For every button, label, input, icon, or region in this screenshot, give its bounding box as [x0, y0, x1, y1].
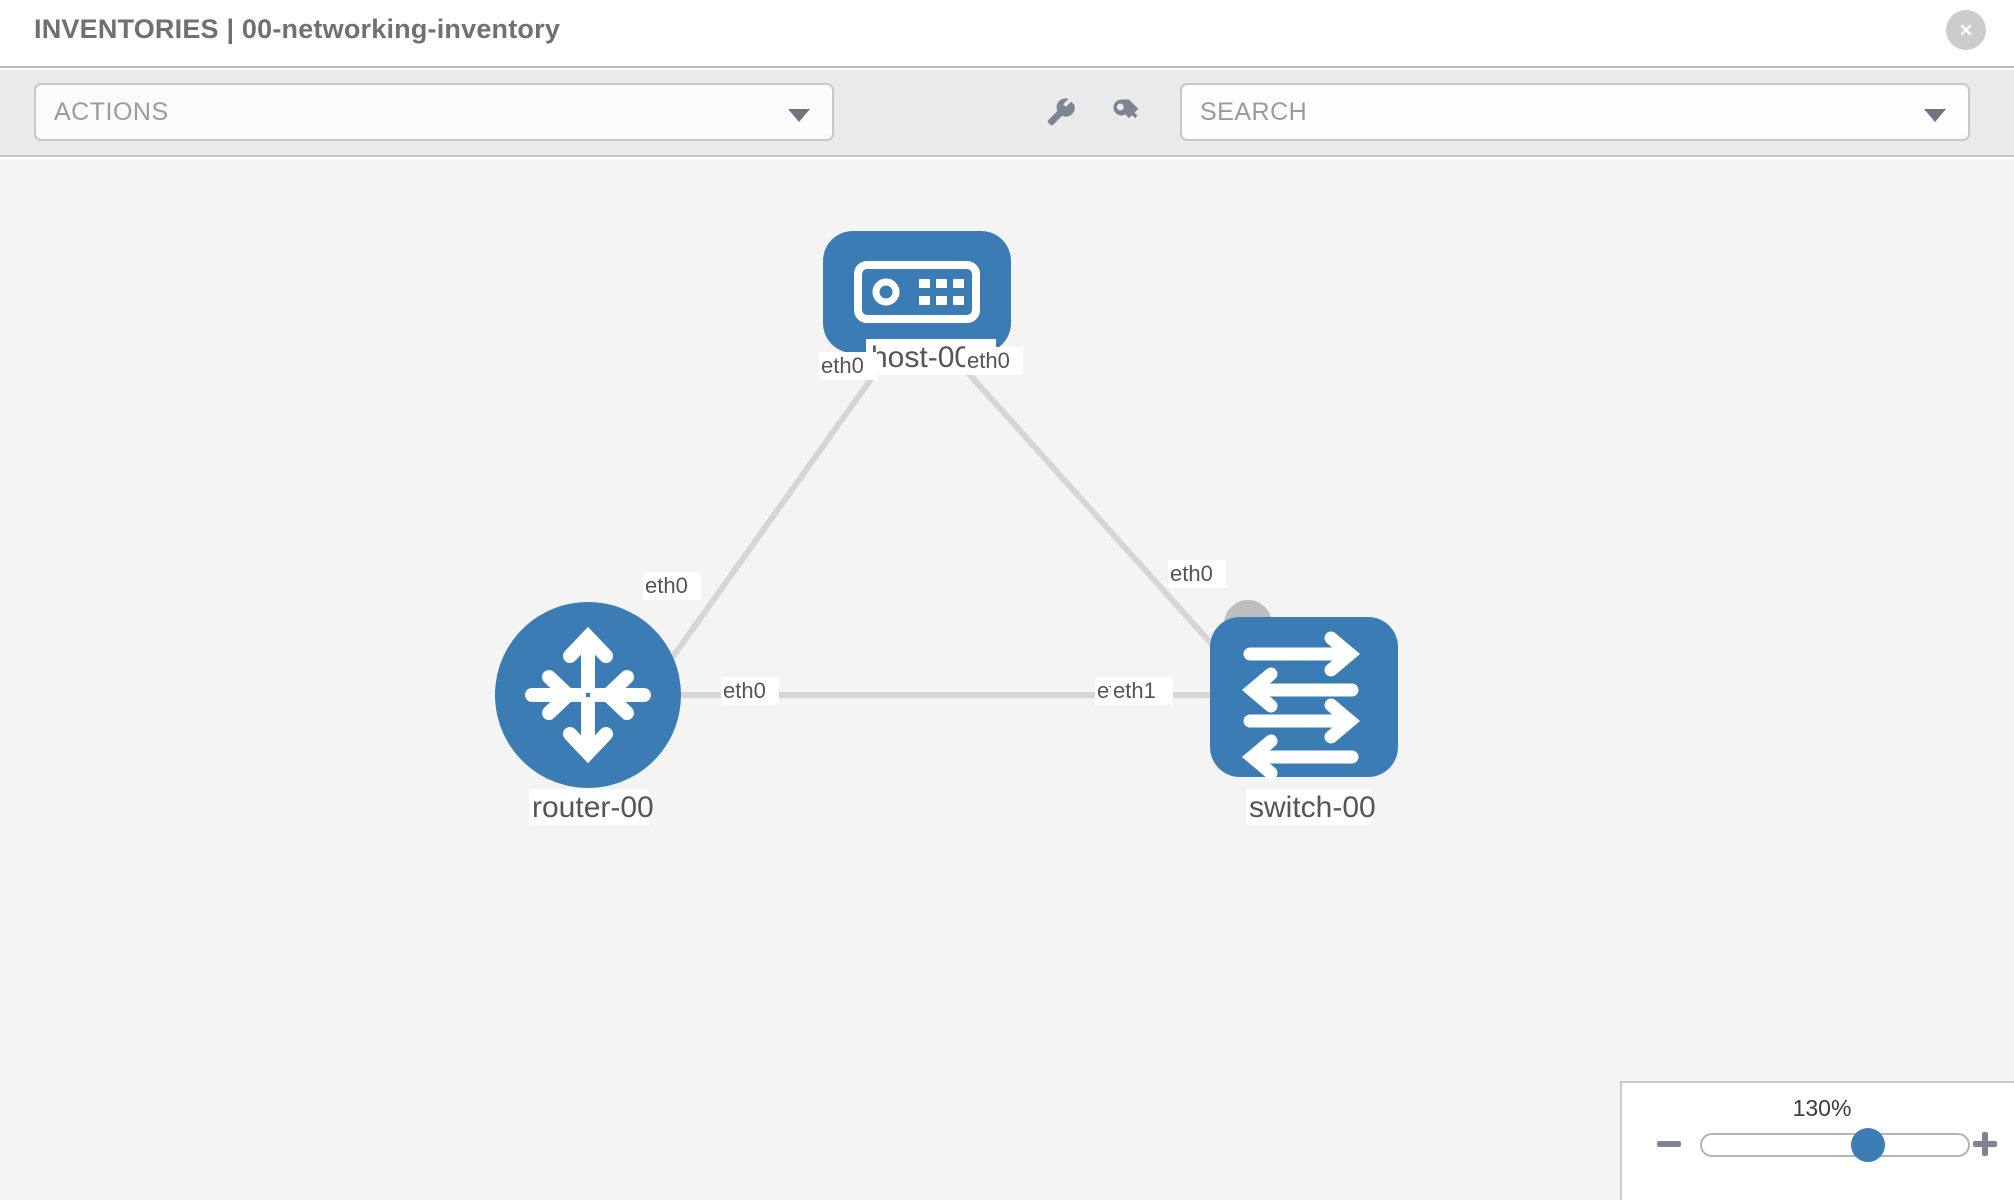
iface-label-router-right: eth0	[721, 677, 779, 705]
topology-edges	[620, 352, 1255, 698]
svg-text:eth0: eth0	[821, 353, 864, 378]
iface-label-host-left: eth0	[819, 352, 877, 380]
zoom-out-button[interactable]	[1650, 1125, 1688, 1163]
chevron-down-icon	[788, 109, 810, 122]
server-icon	[854, 261, 980, 323]
svg-text:eth0: eth0	[1170, 561, 1213, 586]
zoom-slider-thumb[interactable]	[1851, 1128, 1886, 1162]
page-title: INVENTORIES | 00-networking-inventory	[34, 14, 561, 44]
interface-labels: eth0 eth0 eth0 eth0 eth0	[643, 347, 1226, 705]
search-input[interactable]: SEARCH	[1180, 83, 1970, 141]
svg-text:eth0: eth0	[723, 678, 766, 703]
node-switch-00[interactable]: switch-00	[1210, 617, 1398, 825]
router-arrows-icon	[525, 626, 651, 764]
topology-ports	[595, 327, 1277, 719]
close-icon[interactable]	[1946, 10, 1986, 50]
chevron-down-icon[interactable]	[1924, 109, 1946, 122]
actions-dropdown[interactable]: ACTIONS	[34, 83, 834, 141]
actions-dropdown-label: ACTIONS	[54, 98, 169, 126]
zoom-in-button[interactable]	[1966, 1125, 2004, 1163]
wrench-icon[interactable]	[1036, 90, 1082, 136]
page-header: INVENTORIES | 00-networking-inventory	[0, 0, 2014, 68]
iface-label-host-right: eth0	[965, 347, 1023, 375]
edge-host-router[interactable]	[647, 353, 891, 691]
svg-text:eth0: eth0	[967, 348, 1010, 373]
edge-host-switch[interactable]	[949, 352, 1246, 682]
search-placeholder: SEARCH	[1200, 98, 1308, 126]
iface-label-router-up: eth0	[643, 572, 701, 600]
topology-canvas[interactable]: host-00 router-00	[0, 159, 2014, 1200]
node-label-host: host-00	[871, 341, 971, 374]
iface-label-switch-left: eth1	[1111, 677, 1173, 705]
topology-graph: host-00 router-00	[495, 231, 1398, 825]
svg-text:eth1: eth1	[1113, 678, 1156, 703]
switch-arrows-icon	[1241, 631, 1361, 780]
zoom-slider[interactable]	[1700, 1128, 1970, 1162]
key-icon[interactable]	[1104, 90, 1150, 136]
toolbar: ACTIONS SEARCH	[0, 70, 2014, 157]
node-label-router: router-00	[532, 791, 654, 824]
zoom-level-label: 130%	[1792, 1095, 1852, 1121]
node-host-00[interactable]: host-00	[823, 231, 1011, 375]
iface-label-switch-up: eth0	[1168, 560, 1226, 588]
svg-text:eth0: eth0	[645, 573, 688, 598]
zoom-control-panel: 130%	[1620, 1081, 2014, 1200]
node-label-switch: switch-00	[1249, 791, 1376, 824]
node-router-00[interactable]: router-00	[495, 602, 681, 825]
